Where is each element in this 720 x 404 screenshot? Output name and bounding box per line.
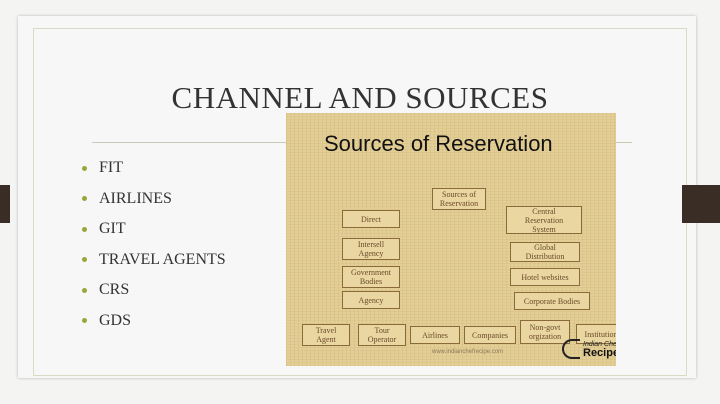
bullet-item: CRS xyxy=(82,275,226,306)
bullet-icon xyxy=(82,196,87,202)
sources-of-reservation-image: Sources of Reservation Sources of Reserv… xyxy=(286,113,616,366)
node-tour-operator: Tour Operator xyxy=(358,324,406,346)
bullet-text: GDS xyxy=(99,311,132,329)
bullet-item: GIT xyxy=(82,214,226,245)
bullet-item: FIT xyxy=(82,153,226,184)
node-agency: Agency xyxy=(342,291,400,309)
bullet-item: AIRLINES xyxy=(82,184,226,215)
slide-title: CHANNEL AND SOURCES xyxy=(171,80,549,115)
bullet-text: GIT xyxy=(99,220,126,238)
diagram-heading: Sources of Reservation xyxy=(324,131,553,156)
node-travel-agent: Travel Agent xyxy=(302,324,350,346)
node-intersell-agency: Intersell Agency xyxy=(342,238,400,260)
node-hotel-websites: Hotel websites xyxy=(510,268,580,286)
node-non-govt-organization: Non-govt orgization xyxy=(520,320,570,344)
node-companies: Companies xyxy=(464,326,516,344)
node-corporate-bodies: Corporate Bodies xyxy=(514,292,590,310)
bullet-icon xyxy=(82,165,87,171)
bullet-icon xyxy=(82,226,87,232)
logo-bottom-text: Recipe xyxy=(583,347,616,359)
bullet-icon xyxy=(82,318,87,324)
logo-top-text: Indian Chef xyxy=(583,341,616,348)
node-sources-of-reservation: Sources of Reservation xyxy=(432,188,486,210)
logo-icon xyxy=(562,339,580,359)
bullet-list: FIT AIRLINES GIT TRAVEL AGENTS CRS GDS xyxy=(82,153,226,336)
node-central-reservation-system: Central Reservation System xyxy=(506,206,582,234)
bullet-icon xyxy=(82,287,87,293)
bullet-text: CRS xyxy=(99,281,130,299)
bullet-text: FIT xyxy=(99,159,123,177)
right-edge-tab xyxy=(682,185,720,223)
watermark-text: www.indianchefrecipe.com xyxy=(432,349,504,355)
left-edge-tab xyxy=(0,185,10,223)
bullet-text: TRAVEL AGENTS xyxy=(99,250,226,268)
bullet-item: TRAVEL AGENTS xyxy=(82,245,226,276)
bullet-item: GDS xyxy=(82,306,226,337)
node-global-distribution: Global Distribution xyxy=(510,242,580,262)
bullet-text: AIRLINES xyxy=(99,189,172,207)
bullet-icon xyxy=(82,257,87,263)
node-airlines: Airlines xyxy=(410,326,460,344)
indian-chef-recipe-logo: Indian Chef Recipe xyxy=(562,339,616,359)
node-direct: Direct xyxy=(342,210,400,228)
node-government-bodies: Government Bodies xyxy=(342,266,400,288)
node-institution: Institution xyxy=(576,324,616,344)
